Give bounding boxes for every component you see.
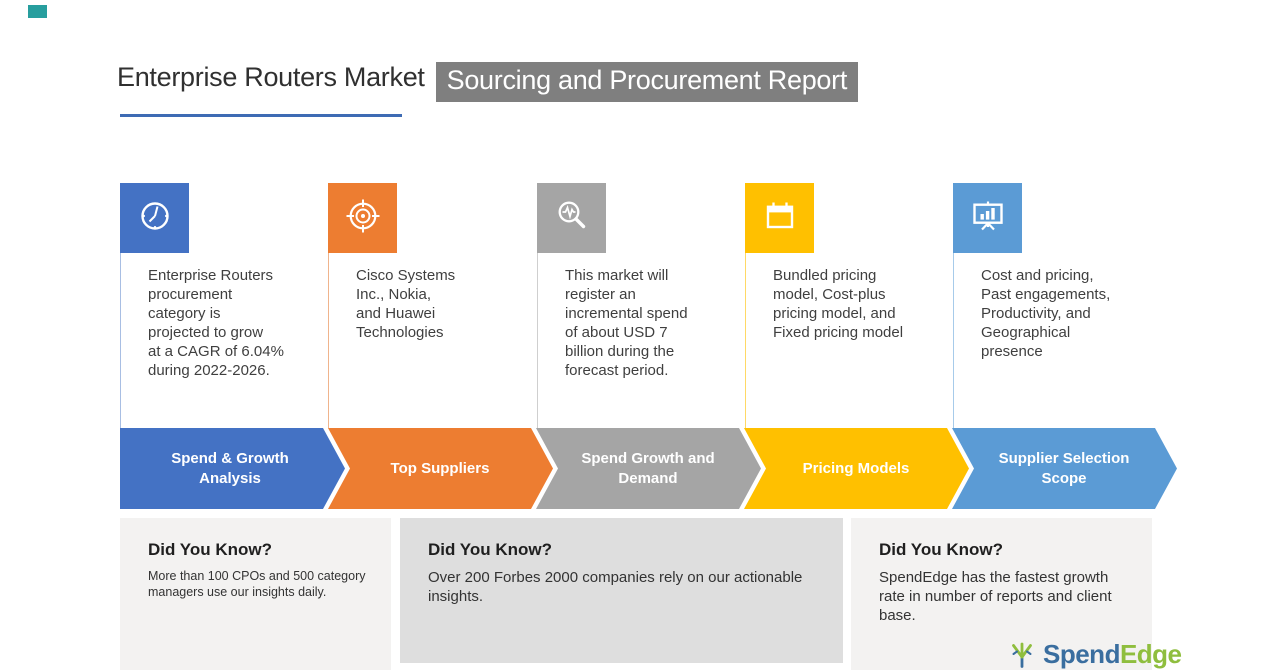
spendedge-logo-text: SpendEdge: [1043, 639, 1182, 670]
banner-label-pricing-models: Pricing Models: [802, 459, 910, 477]
column-pricing-models: Bundled pricing model, Cost-plus pricing…: [745, 183, 954, 428]
did-you-know-box-1: Did You Know? More than 100 CPOs and 500…: [120, 518, 391, 670]
did-you-know-heading: Did You Know?: [148, 540, 273, 559]
calendar-icon: [760, 196, 800, 241]
chevron-supplier-selection: [952, 428, 1177, 509]
presentation-chart-icon: [968, 196, 1008, 241]
icon-box-gray: [537, 183, 606, 253]
target-icon: [343, 196, 383, 241]
logo-word-edge: Edge: [1119, 639, 1182, 669]
icon-box-gold: [745, 183, 814, 253]
banner-label-spend-growth-demand: Spend Growth and Demand: [581, 449, 715, 487]
chevron-spend-growth-demand: [536, 428, 761, 509]
title-underline: [120, 114, 402, 117]
logo-word-spend: Spend: [1043, 639, 1120, 669]
column-description: Bundled pricing model, Cost-plus pricing…: [745, 253, 954, 428]
column-spend-growth-analysis: Enterprise Routers procurement category …: [120, 183, 329, 428]
page-title: Enterprise Routers Market: [117, 62, 425, 92]
did-you-know-heading: Did You Know?: [428, 540, 553, 559]
did-you-know-text: SpendEdge has the fastest growth rate in…: [879, 569, 1112, 624]
page-header: Enterprise Routers Market Sourcing and P…: [117, 62, 859, 102]
did-you-know-text: More than 100 CPOs and 500 category mana…: [148, 569, 366, 599]
did-you-know-box-3: Did You Know? SpendEdge has the fastest …: [851, 518, 1152, 670]
did-you-know-text: Over 200 Forbes 2000 companies rely on o…: [428, 569, 803, 605]
column-description: Enterprise Routers procurement category …: [120, 253, 329, 428]
did-you-know-heading: Did You Know?: [879, 540, 1004, 559]
column-description: Cost and pricing, Past engagements, Prod…: [953, 253, 1162, 428]
spendedge-logo-icon: [1006, 636, 1038, 670]
icon-box-blue: [120, 183, 189, 253]
chevron-spend-growth-analysis: [120, 428, 345, 509]
column-supplier-selection-scope: Cost and pricing, Past engagements, Prod…: [953, 183, 1162, 428]
icon-box-lightblue: [953, 183, 1022, 253]
clock-icon: [135, 196, 175, 241]
did-you-know-box-2: Did You Know? Over 200 Forbes 2000 compa…: [400, 518, 843, 663]
icon-box-orange: [328, 183, 397, 253]
banner-label-spend-growth-analysis: Spend & Growth Analysis: [171, 449, 289, 487]
column-spend-growth-demand: This market will register an incremental…: [537, 183, 746, 428]
process-chevron-row: [120, 428, 1177, 509]
banner-label-supplier-selection: Supplier Selection Scope: [998, 449, 1130, 487]
column-description: Cisco Systems Inc., Nokia, and Huawei Te…: [328, 253, 537, 428]
banner-label-top-suppliers: Top Suppliers: [390, 459, 490, 477]
spendedge-logo: SpendEdge: [1006, 636, 1182, 670]
page-subtitle: Sourcing and Procurement Report: [435, 62, 859, 102]
search-pulse-icon: [552, 196, 592, 241]
teal-corner-mark: [28, 5, 47, 18]
chevron-pricing-models: [744, 428, 969, 509]
chevron-top-suppliers: [328, 428, 553, 509]
column-top-suppliers: Cisco Systems Inc., Nokia, and Huawei Te…: [328, 183, 537, 428]
column-description: This market will register an incremental…: [537, 253, 746, 428]
